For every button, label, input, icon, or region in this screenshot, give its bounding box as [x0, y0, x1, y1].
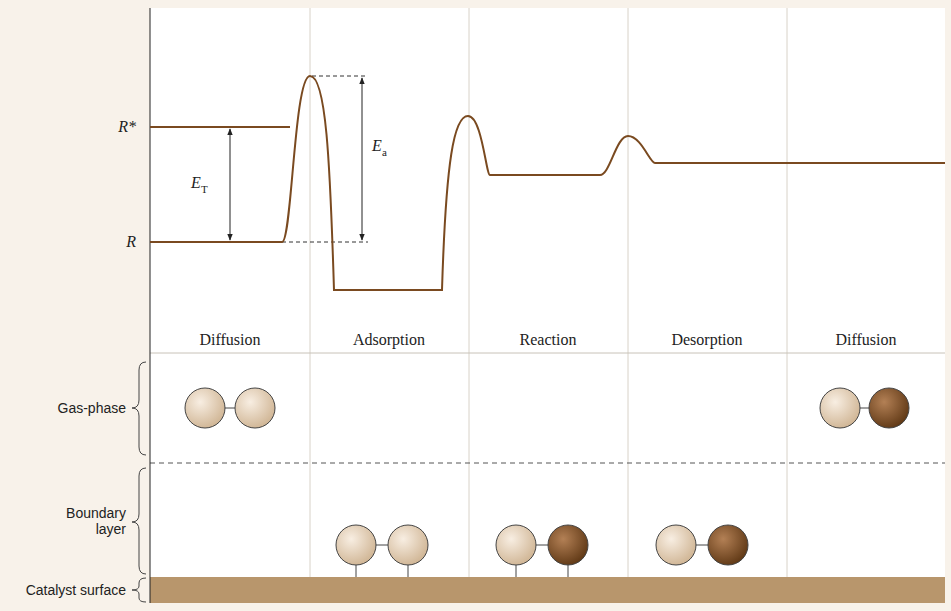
layer-boundary: [150, 463, 945, 464]
region-label: Boundary layer: [62, 505, 126, 537]
region-label: Gas-phase: [58, 400, 126, 416]
energy-arrow: [230, 129, 231, 240]
step-label: Desorption: [671, 331, 742, 349]
adsorbed-molecule: [496, 525, 588, 577]
step-label: Diffusion: [199, 331, 260, 349]
energy-arrow: [362, 78, 363, 240]
energy-label: E: [372, 137, 382, 155]
step-label: Diffusion: [835, 331, 896, 349]
level-label: R: [126, 233, 136, 251]
adsorbed-molecule: [336, 525, 428, 577]
excited-level: [150, 126, 290, 128]
level-label: R*: [118, 118, 136, 136]
energy-axis: [150, 8, 151, 603]
column-dividers: [310, 8, 787, 603]
catalyst-surface: [150, 577, 945, 603]
guide-lines: [282, 76, 368, 242]
energy-subscript: a: [382, 146, 387, 159]
plot-ground: [150, 8, 945, 603]
molecule: [185, 388, 275, 428]
molecule: [820, 388, 909, 428]
energy-curve: [150, 76, 945, 290]
region-label: Catalyst surface: [26, 582, 126, 598]
divider-line: [150, 353, 945, 354]
molecule: [656, 525, 748, 565]
bracket: [132, 362, 146, 602]
energy-subscript: T: [201, 183, 208, 196]
step-label: Reaction: [520, 331, 577, 349]
energy-label: E: [191, 174, 201, 192]
step-label: Adsorption: [353, 331, 425, 349]
